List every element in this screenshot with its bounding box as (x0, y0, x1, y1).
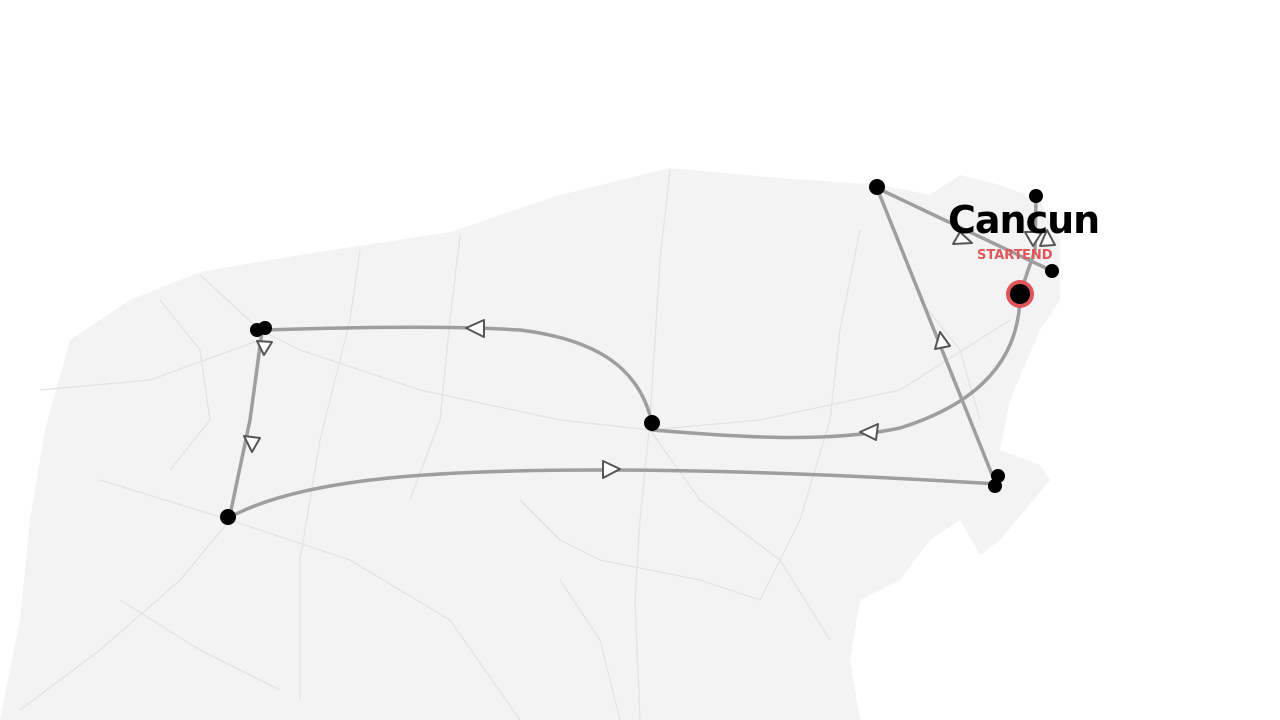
arrow-up-icon (1039, 229, 1056, 247)
stop-marker[interactable] (220, 509, 236, 525)
route-leg-6 (875, 186, 1054, 273)
stop-marker[interactable] (869, 179, 885, 195)
route-leg-5 (875, 186, 997, 484)
route-leg-1 (650, 292, 1022, 440)
stop-marker[interactable] (1029, 189, 1043, 203)
road-network (19, 169, 1011, 720)
stop-marker[interactable] (988, 479, 1002, 493)
arrow-right-icon (602, 460, 621, 479)
route-leg-2 (263, 325, 654, 425)
arrow-down-icon (1024, 231, 1043, 247)
start-label: START (977, 248, 1023, 263)
arrow-down-icon (243, 435, 261, 453)
city-label-cancun: Cancun (948, 198, 1100, 242)
route (228, 186, 1054, 519)
stops (220, 179, 1059, 525)
stop-marker[interactable] (1045, 264, 1059, 278)
start-end-marker-core (1010, 284, 1030, 304)
arrow-up-icon (934, 331, 951, 350)
route-direction-arrows (243, 229, 1056, 479)
arrow-left-icon (859, 423, 879, 441)
land-yucatan-peninsula (0, 168, 1060, 720)
stop-marker[interactable] (258, 321, 272, 335)
route-leg-3 (228, 330, 264, 517)
arrow-left-icon (465, 319, 485, 338)
end-label: END (1022, 248, 1053, 263)
arrow-right-icon (952, 231, 973, 245)
arrow-down-icon (256, 340, 273, 356)
route-leg-7 (1018, 194, 1038, 296)
route-leg-4 (228, 468, 1000, 519)
stop-marker[interactable] (644, 415, 660, 431)
